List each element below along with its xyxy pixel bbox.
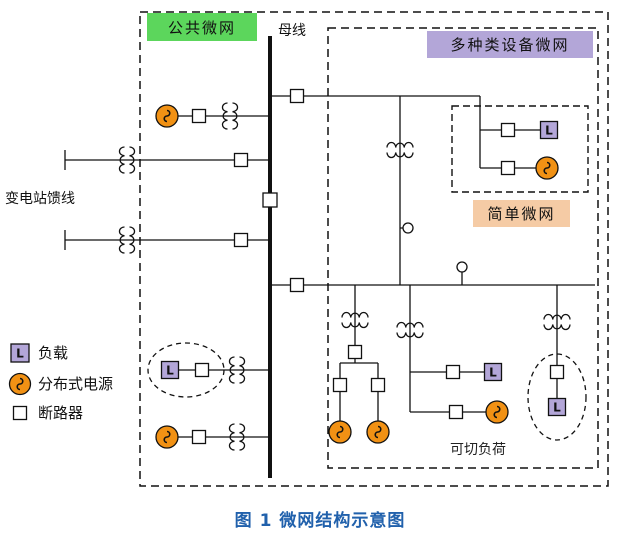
transformer-icon [118,226,136,254]
load-icon: L [547,397,567,417]
distributed-generator-icon [366,420,390,444]
transformer-icon [396,321,424,339]
breaker-icon [370,377,386,393]
sine-icon [16,377,24,391]
transformer-icon [118,146,136,174]
load-letter: L [16,347,24,361]
sine-icon [163,430,171,444]
transformer-icon [543,313,571,331]
breaker-icon [191,429,207,445]
load-icon: L [160,360,180,380]
transformer-icon [221,102,239,130]
load-icon: L [539,120,559,140]
load-letter: L [489,366,497,380]
sine-icon [163,109,171,123]
breaker-icon [233,152,249,168]
distributed-generator-icon [485,400,509,424]
legend-load-label: 负载 [38,344,69,362]
breaker-icon [549,364,565,380]
simple-microgrid-label: 简单微网 [473,200,570,227]
breaker-icon [289,88,305,104]
load-icon: L [483,362,503,382]
load-letter: L [166,364,174,378]
switch-icon [402,222,414,234]
breaker-icon [332,377,348,393]
simple-microgrid-boundary [451,105,589,193]
distributed-generator-icon [155,425,179,449]
transformer-icon [228,356,246,384]
legend-breaker-label: 断路器 [38,404,84,422]
legend-generator-icon [8,372,32,396]
breaker-icon [347,344,363,360]
distributed-generator-icon [155,104,179,128]
substation-feeder-label: 变电站馈线 [5,191,75,207]
transformer-icon [228,423,246,451]
sine-icon [543,161,551,175]
breaker-icon [445,364,461,380]
multi-device-microgrid-label: 多种类设备微网 [427,31,593,58]
sine-icon [493,405,501,419]
switch-icon [456,261,468,273]
legend-load-icon: L [10,343,30,363]
transformer-icon [386,141,414,159]
sheddable-load-boundary-right [527,353,587,441]
sine-icon [336,425,344,439]
legend-dg-label: 分布式电源 [38,375,114,393]
breaker-icon [191,108,207,124]
figure-caption: 图 1 微网结构示意图 [234,511,406,531]
outer-boundary [139,11,609,487]
circuit-wires [64,95,595,438]
sine-icon [374,425,382,439]
breaker-icon [194,362,210,378]
load-letter: L [553,401,561,415]
bus-label: 母线 [278,23,306,39]
transformer-icon [341,311,369,329]
breaker-icon [233,232,249,248]
breaker-icon [500,122,516,138]
bus-section-breaker-icon [262,192,278,208]
distributed-generator-icon [535,156,559,180]
public-microgrid-label: 公共微网 [147,13,257,41]
breaker-icon [289,277,305,293]
breaker-icon [448,404,464,420]
multi-device-microgrid-boundary [327,27,599,469]
load-letter: L [545,124,553,138]
legend-breaker-icon [12,405,28,421]
distributed-generator-icon [328,420,352,444]
sheddable-load-label: 可切负荷 [450,442,506,458]
breaker-icon [500,160,516,176]
